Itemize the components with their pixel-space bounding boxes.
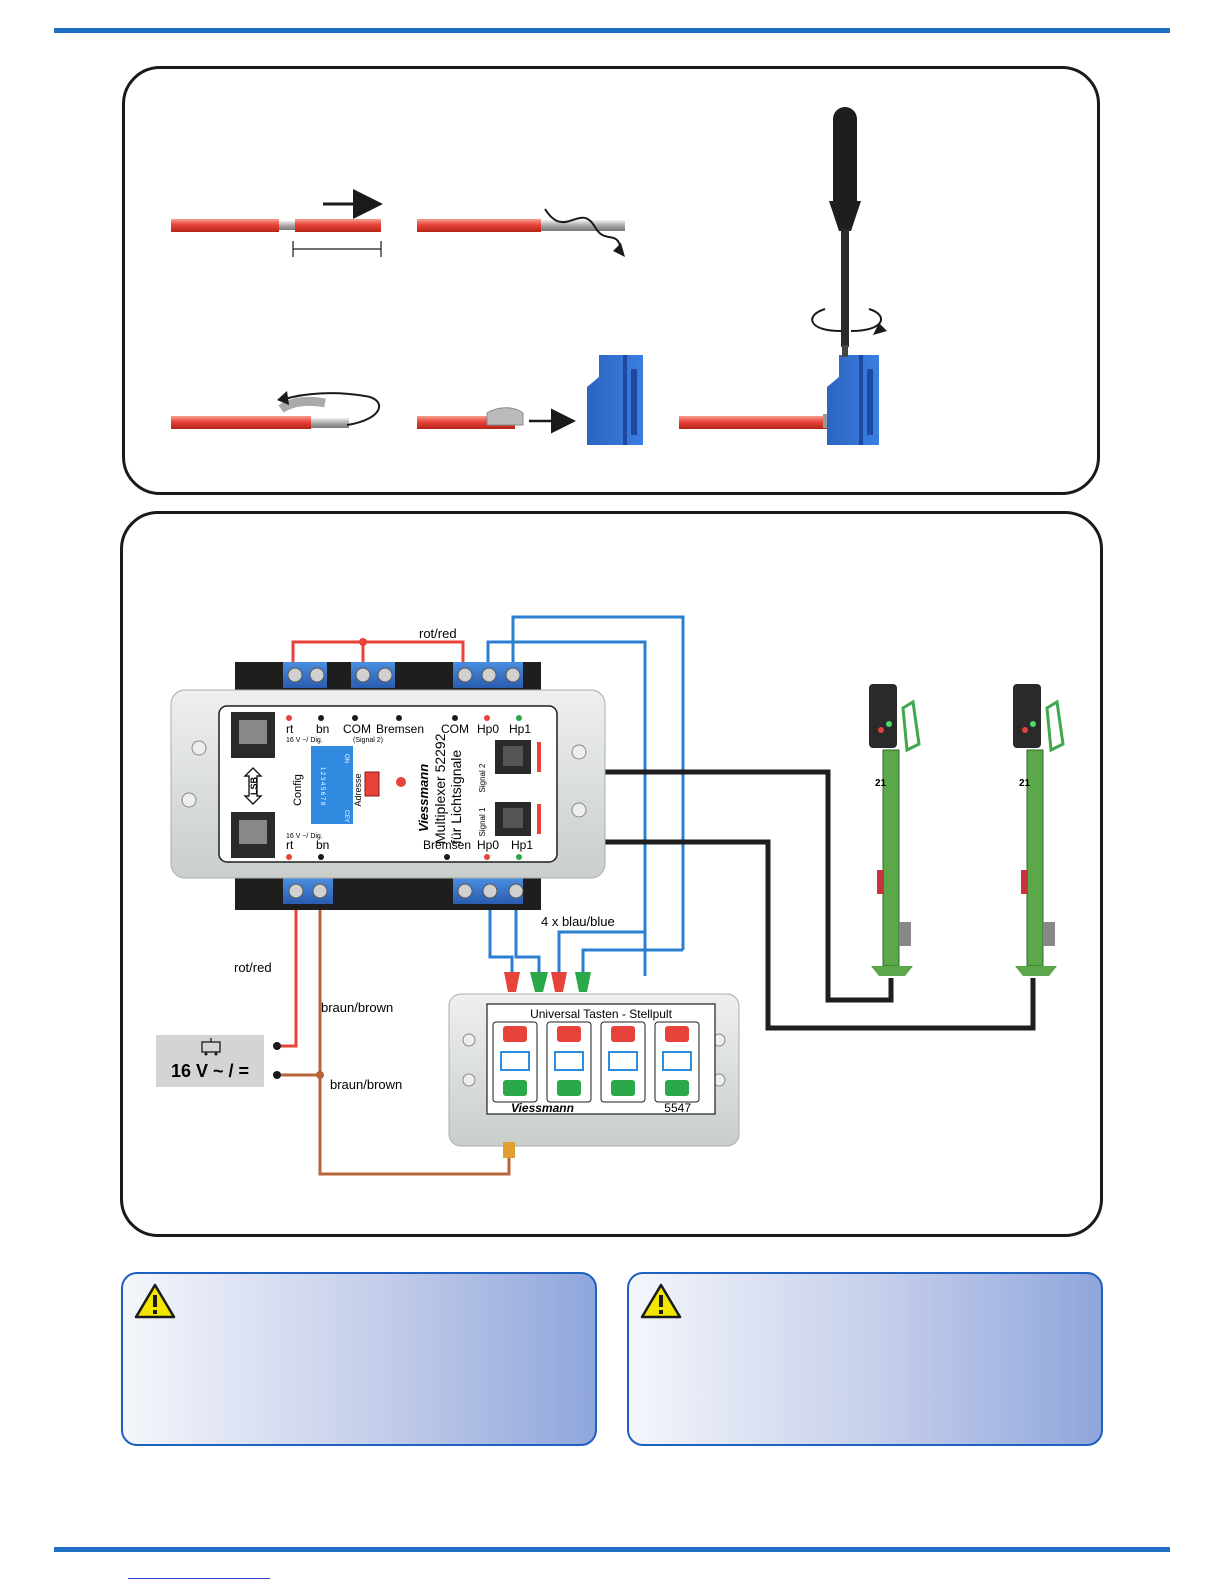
button-green-4[interactable] <box>665 1080 689 1096</box>
footer-link-underline <box>128 1578 270 1579</box>
address-button[interactable] <box>364 771 380 797</box>
button-red-4[interactable] <box>665 1026 689 1042</box>
wiring-diagram-panel: rot/red rot/red braun/brown braun/brown … <box>120 511 1103 1237</box>
button-green-2[interactable] <box>557 1080 581 1096</box>
step-twist-strands <box>417 208 625 257</box>
multiplexer-52292: LSB rt bn 16 V ~/ Dig. COM (Signal 2) Br… <box>170 662 606 910</box>
transformer-icon <box>201 1038 221 1056</box>
bottom-terminal-blocks <box>283 878 524 904</box>
step-insert-terminal <box>417 355 643 445</box>
top-16v-label: 16 V ~/ Dig. <box>286 737 323 744</box>
stellpult-brand: Viessmann <box>511 1101 574 1115</box>
warning-box-left <box>121 1272 597 1446</box>
config-label: Config <box>292 774 304 806</box>
warning-triangle-icon <box>134 1283 176 1319</box>
step-fold-back <box>171 391 381 429</box>
signal-2-number: 21 <box>1019 778 1031 789</box>
bottom-bremsen-label: Bremsen <box>423 838 471 852</box>
dip-numbers: 1 2 3 4 5 6 7 8 <box>319 767 325 806</box>
step-strip-insulation <box>171 189 383 257</box>
dip-cey-label: CEY <box>343 810 349 822</box>
top-rule <box>54 28 1170 33</box>
bottom-rt-label: rt <box>286 838 294 852</box>
socket-signal2-label: Signal 2 <box>478 763 487 792</box>
multiplexer-name-1: Multiplexer 52292 <box>432 733 448 844</box>
socket-signal1-label: Signal 1 <box>478 807 487 836</box>
lsb-label: LSB <box>249 776 259 795</box>
adresse-label: Adresse <box>353 773 363 806</box>
top-com-label: COM <box>343 722 371 736</box>
label-power-red: rot/red <box>234 960 272 975</box>
light-signal-2: 21 <box>1013 684 1065 976</box>
dip-on-label: ON <box>343 754 349 763</box>
top-hp1-label: Hp1 <box>509 722 531 736</box>
bottom-hp1-label: Hp1 <box>511 838 533 852</box>
screwdriver-handle-icon <box>833 107 857 217</box>
light-signal-1: 21 <box>869 684 921 976</box>
wiring-diagram: rot/red rot/red braun/brown braun/brown … <box>156 615 1065 1176</box>
label-top-red: rot/red <box>419 626 457 641</box>
warning-box-right <box>627 1272 1103 1446</box>
red-buttons <box>503 1026 689 1042</box>
top-com2-label: COM <box>441 722 469 736</box>
stellpult-plugs <box>504 972 591 992</box>
bottom-bn-label: bn <box>316 838 329 852</box>
top-bremsen-label: Bremsen <box>376 722 424 736</box>
top-hp0-label: Hp0 <box>477 722 499 736</box>
green-buttons <box>503 1080 689 1096</box>
top-rt-label: rt <box>286 722 294 736</box>
button-red-2[interactable] <box>557 1026 581 1042</box>
power-socket[interactable] <box>503 1142 515 1158</box>
voltage-label: 16 V ~ / = <box>171 1061 249 1081</box>
stellpult-model: 5547 <box>664 1101 691 1115</box>
stellpult-title: Universal Tasten - Stellpult <box>530 1007 673 1021</box>
top-terminal-blocks <box>283 662 523 688</box>
bottom-16v-label: 16 V ~/ Dig. <box>286 833 323 840</box>
wire-preparation-illustration <box>171 107 887 445</box>
bottom-rule <box>54 1547 1170 1552</box>
button-red-1[interactable] <box>503 1026 527 1042</box>
bottom-hp0-label: Hp0 <box>477 838 499 852</box>
label-windows <box>500 1051 692 1071</box>
wire-preparation-panel <box>122 66 1100 495</box>
label-brown-2: braun/brown <box>330 1077 402 1092</box>
warning-triangle-icon <box>640 1283 682 1319</box>
step-tighten-screw <box>679 107 887 445</box>
multiplexer-name-2: für Lichtsignale <box>448 750 464 844</box>
button-red-3[interactable] <box>611 1026 635 1042</box>
status-led <box>396 777 406 787</box>
dip-switch-config[interactable] <box>311 746 353 824</box>
power-supply: 16 V ~ / = <box>156 1035 264 1087</box>
label-brown-1: braun/brown <box>321 1000 393 1015</box>
multiplexer-brand: Viessmann <box>416 764 431 832</box>
top-signal2-label: (Signal 2) <box>353 737 383 744</box>
top-bn-label: bn <box>316 722 329 736</box>
signal-1-number: 21 <box>875 778 887 789</box>
button-green-3[interactable] <box>611 1080 635 1096</box>
stellpult-5547: Universal Tasten - Stellpult <box>448 972 740 1158</box>
button-green-1[interactable] <box>503 1080 527 1096</box>
label-blue: 4 x blau/blue <box>541 914 615 929</box>
